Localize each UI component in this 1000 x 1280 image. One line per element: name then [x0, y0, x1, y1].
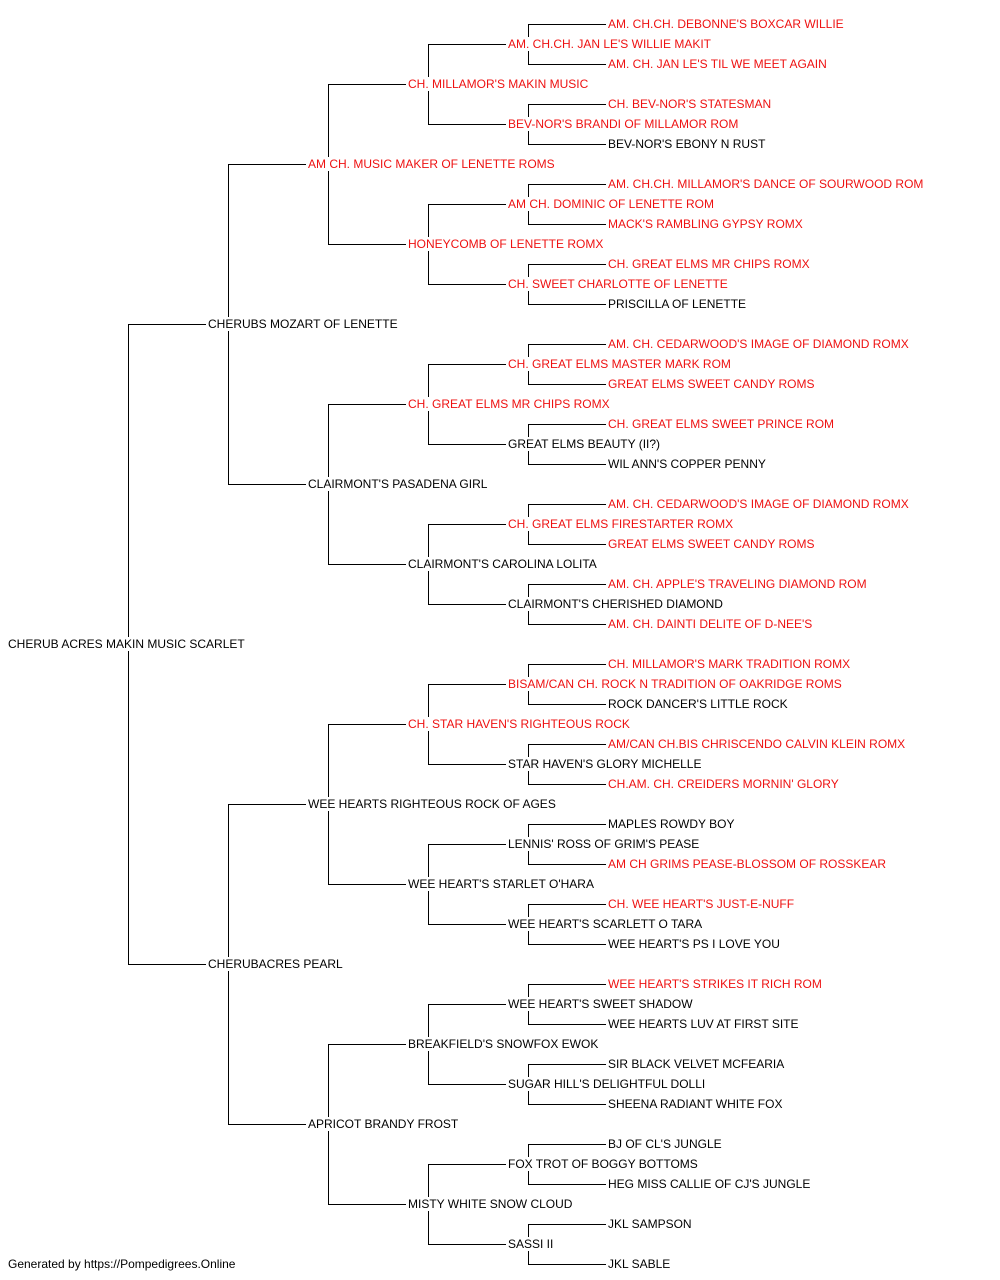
dog-name-gen4: CH. SWEET CHARLOTTE OF LENETTE — [507, 277, 729, 291]
dog-name-gen5: HEG MISS CALLIE OF CJ'S JUNGLE — [607, 1177, 812, 1191]
dog-name-gen2: CLAIRMONT'S PASADENA GIRL — [307, 477, 489, 491]
dog-name-gen5: AM. CH. CEDARWOOD'S IMAGE OF DIAMOND ROM… — [607, 337, 910, 351]
dog-name-gen5: CH. MILLAMOR'S MARK TRADITION ROMX — [607, 657, 852, 671]
dog-name-gen5: AM. CH.CH. DEBONNE'S BOXCAR WILLIE — [607, 17, 845, 31]
dog-name-gen3: CH. MILLAMOR'S MAKIN MUSIC — [407, 77, 590, 91]
dog-name-gen5: JKL SAMPSON — [607, 1217, 693, 1231]
dog-name-gen0: CHERUB ACRES MAKIN MUSIC SCARLET — [7, 637, 246, 651]
dog-name-gen5: AM. CH. APPLE'S TRAVELING DIAMOND ROM — [607, 577, 868, 591]
dog-name-gen5: AM. CH. JAN LE'S TIL WE MEET AGAIN — [607, 57, 828, 71]
dog-name-gen4: CH. GREAT ELMS FIRESTARTER ROMX — [507, 517, 735, 531]
dog-name-gen4: LENNIS' ROSS OF GRIM'S PEASE — [507, 837, 701, 851]
dog-name-gen4: WEE HEART'S SWEET SHADOW — [507, 997, 694, 1011]
dog-name-gen5: PRISCILLA OF LENETTE — [607, 297, 748, 311]
dog-name-gen2: APRICOT BRANDY FROST — [307, 1117, 460, 1131]
dog-name-gen5: GREAT ELMS SWEET CANDY ROMS — [607, 537, 816, 551]
dog-name-gen5: AM. CH. CEDARWOOD'S IMAGE OF DIAMOND ROM… — [607, 497, 910, 511]
dog-name-gen5: AM. CH.CH. MILLAMOR'S DANCE OF SOURWOOD … — [607, 177, 925, 191]
dog-name-gen5: WEE HEART'S PS I LOVE YOU — [607, 937, 781, 951]
dog-name-gen3: WEE HEART'S STARLET O'HARA — [407, 877, 595, 891]
dog-name-gen4: AM CH. DOMINIC OF LENETTE ROM — [507, 197, 716, 211]
dog-name-gen4: STAR HAVEN'S GLORY MICHELLE — [507, 757, 703, 771]
dog-name-gen5: MACK'S RAMBLING GYPSY ROMX — [607, 217, 804, 231]
dog-name-gen4: FOX TROT OF BOGGY BOTTOMS — [507, 1157, 699, 1171]
dog-name-gen5: SHEENA RADIANT WHITE FOX — [607, 1097, 784, 1111]
dog-name-gen2: AM CH. MUSIC MAKER OF LENETTE ROMS — [307, 157, 556, 171]
dog-name-gen5: GREAT ELMS SWEET CANDY ROMS — [607, 377, 816, 391]
dog-name-gen5: BEV-NOR'S EBONY N RUST — [607, 137, 767, 151]
dog-name-gen5: CH.AM. CH. CREIDERS MORNIN' GLORY — [607, 777, 840, 791]
dog-name-gen4: BISAM/CAN CH. ROCK N TRADITION OF OAKRID… — [507, 677, 843, 691]
dog-name-gen5: AM CH GRIMS PEASE-BLOSSOM OF ROSSKEAR — [607, 857, 888, 871]
dog-name-gen3: BREAKFIELD'S SNOWFOX EWOK — [407, 1037, 600, 1051]
dog-name-gen3: CLAIRMONT'S CAROLINA LOLITA — [407, 557, 598, 571]
dog-name-gen2: WEE HEARTS RIGHTEOUS ROCK OF AGES — [307, 797, 557, 811]
dog-name-gen5: WEE HEARTS LUV AT FIRST SITE — [607, 1017, 800, 1031]
dog-name-gen3: CH. GREAT ELMS MR CHIPS ROMX — [407, 397, 611, 411]
dog-name-gen3: MISTY WHITE SNOW CLOUD — [407, 1197, 574, 1211]
dog-name-gen1: CHERUBS MOZART OF LENETTE — [207, 317, 399, 331]
dog-name-gen4: AM. CH.CH. JAN LE'S WILLIE MAKIT — [507, 37, 712, 51]
dog-name-gen4: WEE HEART'S SCARLETT O TARA — [507, 917, 704, 931]
dog-name-gen5: CH. BEV-NOR'S STATESMAN — [607, 97, 773, 111]
dog-name-gen5: AM. CH. DAINTI DELITE OF D-NEE'S — [607, 617, 814, 631]
dog-name-gen4: GREAT ELMS BEAUTY (II?) — [507, 437, 662, 451]
footer-credit: Generated by https://Pompedigrees.Online — [8, 1257, 236, 1271]
dog-name-gen5: WIL ANN'S COPPER PENNY — [607, 457, 767, 471]
dog-name-gen4: CH. GREAT ELMS MASTER MARK ROM — [507, 357, 732, 371]
dog-name-gen3: HONEYCOMB OF LENETTE ROMX — [407, 237, 605, 251]
dog-name-gen5: ROCK DANCER'S LITTLE ROCK — [607, 697, 789, 711]
dog-name-gen4: BEV-NOR'S BRANDI OF MILLAMOR ROM — [507, 117, 740, 131]
dog-name-gen5: CH. GREAT ELMS MR CHIPS ROMX — [607, 257, 811, 271]
dog-name-gen5: AM/CAN CH.BIS CHRISCENDO CALVIN KLEIN RO… — [607, 737, 907, 751]
dog-name-gen5: JKL SABLE — [607, 1257, 672, 1271]
dog-name-gen3: CH. STAR HAVEN'S RIGHTEOUS ROCK — [407, 717, 631, 731]
dog-name-gen1: CHERUBACRES PEARL — [207, 957, 344, 971]
dog-name-gen4: SASSI II — [507, 1237, 555, 1251]
dog-name-gen5: WEE HEART'S STRIKES IT RICH ROM — [607, 977, 823, 991]
dog-name-gen5: CH. WEE HEART'S JUST-E-NUFF — [607, 897, 796, 911]
dog-name-gen5: SIR BLACK VELVET MCFEARIA — [607, 1057, 786, 1071]
dog-name-gen5: CH. GREAT ELMS SWEET PRINCE ROM — [607, 417, 836, 431]
dog-name-gen5: BJ OF CL'S JUNGLE — [607, 1137, 723, 1151]
dog-name-gen4: CLAIRMONT'S CHERISHED DIAMOND — [507, 597, 724, 611]
dog-name-gen5: MAPLES ROWDY BOY — [607, 817, 736, 831]
dog-name-gen4: SUGAR HILL'S DELIGHTFUL DOLLI — [507, 1077, 707, 1091]
